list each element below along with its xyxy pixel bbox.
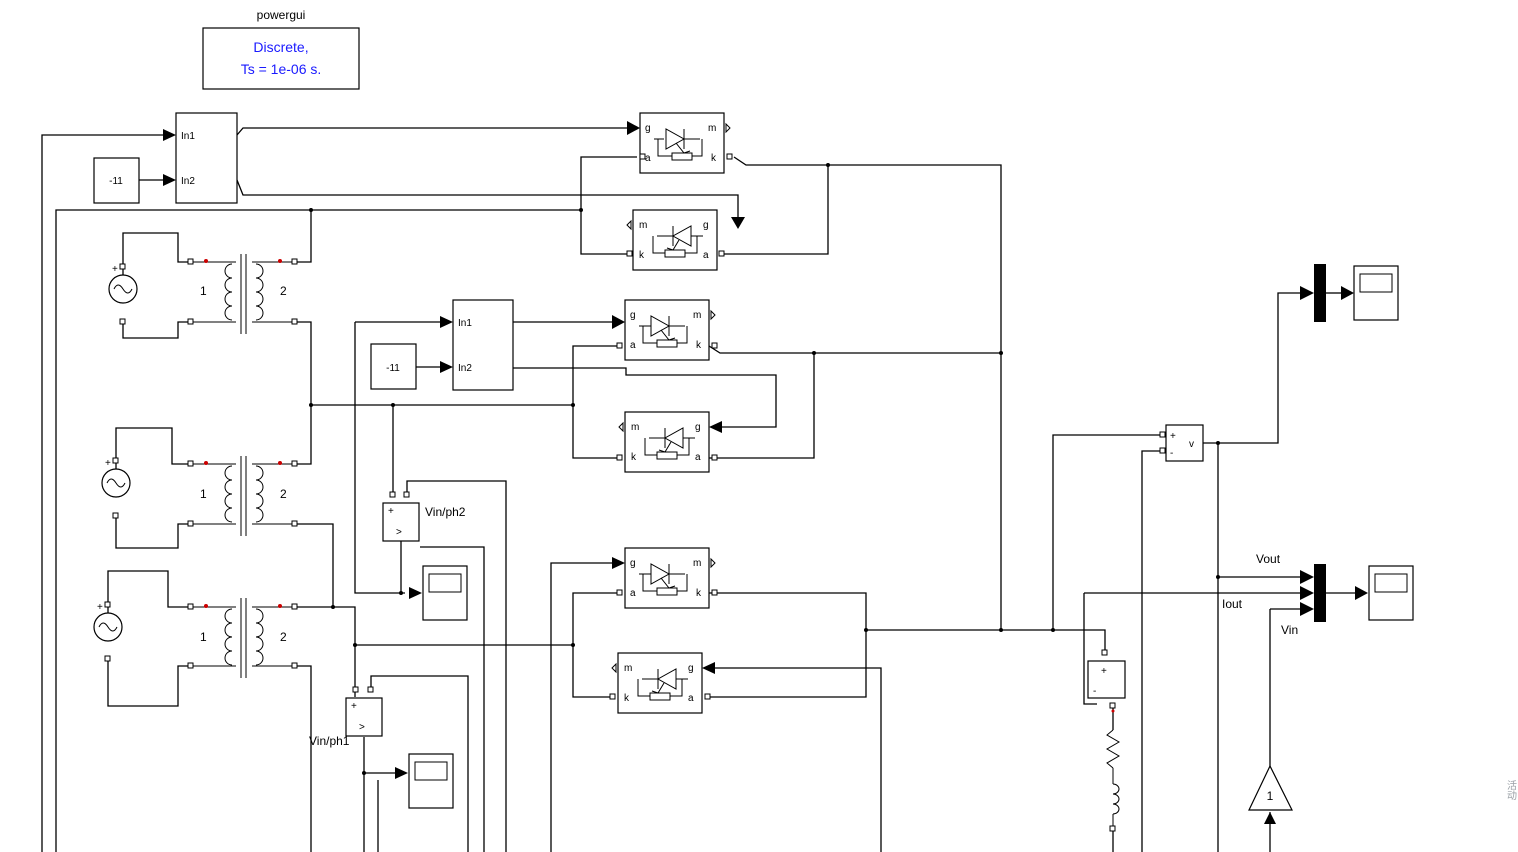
svg-text:g: g xyxy=(630,310,636,321)
current-measurement[interactable]: + - xyxy=(1087,649,1126,709)
powergui-title: powergui xyxy=(257,8,306,22)
thyristor-2[interactable]: m g k a xyxy=(626,209,718,271)
svg-text:g: g xyxy=(630,558,636,569)
subsystem-top-in1: In1 xyxy=(181,131,195,142)
transformer-1[interactable]: 1 2 xyxy=(187,254,298,334)
subsystem-middle-in2: In2 xyxy=(458,363,472,374)
subsystem-top[interactable]: In1 In2 xyxy=(175,112,238,204)
ac-source-3[interactable]: + xyxy=(93,570,190,707)
powergui-block[interactable]: powergui Discrete, Ts = 1e-06 s. xyxy=(202,8,360,90)
svg-text:a: a xyxy=(630,588,636,599)
scope-ph1[interactable] xyxy=(408,753,454,809)
svg-text:k: k xyxy=(639,250,645,261)
subsystem-top-in2: In2 xyxy=(181,176,195,187)
svg-text:-: - xyxy=(1170,448,1173,459)
svg-text:>: > xyxy=(396,527,402,538)
svg-text:>: > xyxy=(359,722,365,733)
svg-text:k: k xyxy=(631,452,637,463)
signal-vout-label: Vout xyxy=(1256,552,1281,566)
constant-top[interactable]: -11 xyxy=(93,157,163,204)
svg-text:m: m xyxy=(631,422,639,433)
ac-source-1[interactable]: + xyxy=(108,232,190,339)
signal-vin-label: Vin xyxy=(1281,623,1298,637)
constant-middle-value: -11 xyxy=(386,363,400,374)
svg-text:k: k xyxy=(696,340,702,351)
subsystem-middle-in1: In1 xyxy=(458,318,472,329)
svg-text:2: 2 xyxy=(280,284,287,298)
wires xyxy=(41,127,1355,852)
svg-text:+: + xyxy=(351,701,357,712)
scope-output-voltage[interactable] xyxy=(1353,265,1399,321)
ac-source-2[interactable]: + xyxy=(101,427,190,549)
svg-text:2: 2 xyxy=(280,630,287,644)
svg-text:m: m xyxy=(639,220,647,231)
svg-text:a: a xyxy=(645,153,651,164)
svg-text:k: k xyxy=(696,588,702,599)
svg-text:+: + xyxy=(1101,666,1107,677)
thyristor-1[interactable]: g m a k xyxy=(639,112,731,174)
svg-text:v: v xyxy=(1189,439,1194,450)
constant-middle[interactable]: -11 xyxy=(370,343,440,390)
transformer-2[interactable]: 1 2 xyxy=(187,456,298,536)
svg-text:1: 1 xyxy=(200,284,207,298)
scope-ph2[interactable] xyxy=(422,565,468,621)
thyristor-6[interactable]: m g k a xyxy=(611,652,703,714)
powergui-mode: Discrete, xyxy=(253,39,308,55)
powergui-sample-time: Ts = 1e-06 s. xyxy=(241,61,322,77)
svg-text:g: g xyxy=(703,220,709,231)
svg-text:a: a xyxy=(688,693,694,704)
subsystem-middle[interactable]: In1 In2 xyxy=(452,299,514,391)
junctions xyxy=(309,163,1220,775)
voltage-measurement-ph1-label: Vin/ph1 xyxy=(309,734,350,748)
gain-value: 1 xyxy=(1267,789,1274,803)
mux-top[interactable] xyxy=(1314,264,1326,322)
svg-text:m: m xyxy=(693,558,701,569)
svg-text:2: 2 xyxy=(280,487,287,501)
voltage-measurement-ph2-label: Vin/ph2 xyxy=(425,505,466,519)
thyristor-3[interactable]: g m a k xyxy=(624,299,716,361)
svg-text:m: m xyxy=(624,663,632,674)
svg-text:m: m xyxy=(693,310,701,321)
svg-text:-: - xyxy=(1093,686,1096,697)
svg-text:m: m xyxy=(708,123,716,134)
scope-signals[interactable] xyxy=(1368,565,1414,621)
svg-text:1: 1 xyxy=(200,487,207,501)
svg-text:a: a xyxy=(695,452,701,463)
voltage-measurement-ph2[interactable]: + > Vin/ph2 xyxy=(382,491,466,542)
thyristor-5[interactable]: g m a k xyxy=(624,547,716,609)
svg-text:g: g xyxy=(688,663,694,674)
watermark-text: 活动 xyxy=(1505,780,1517,801)
svg-text:+: + xyxy=(388,506,394,517)
signal-iout-label: Iout xyxy=(1222,597,1243,611)
svg-text:g: g xyxy=(645,123,651,134)
svg-text:k: k xyxy=(624,693,630,704)
mux-signals[interactable] xyxy=(1314,564,1326,622)
transformer-3[interactable]: 1 2 xyxy=(187,598,298,678)
constant-top-value: -11 xyxy=(109,176,123,187)
svg-text:a: a xyxy=(703,250,709,261)
gain-block[interactable]: 1 xyxy=(1248,764,1293,811)
svg-text:+: + xyxy=(97,602,103,613)
rl-load[interactable] xyxy=(1106,709,1120,832)
thyristor-4[interactable]: m g k a xyxy=(618,411,710,473)
voltage-measurement-out[interactable]: + - v xyxy=(1159,424,1204,462)
svg-text:1: 1 xyxy=(200,630,207,644)
svg-text:+: + xyxy=(105,458,111,469)
svg-text:g: g xyxy=(695,422,701,433)
arrowheads xyxy=(163,121,1368,824)
svg-text:+: + xyxy=(1170,431,1176,442)
svg-text:a: a xyxy=(630,340,636,351)
svg-text:+: + xyxy=(112,264,118,275)
voltage-measurement-ph1[interactable]: + > Vin/ph1 xyxy=(309,686,383,748)
svg-text:k: k xyxy=(711,153,717,164)
